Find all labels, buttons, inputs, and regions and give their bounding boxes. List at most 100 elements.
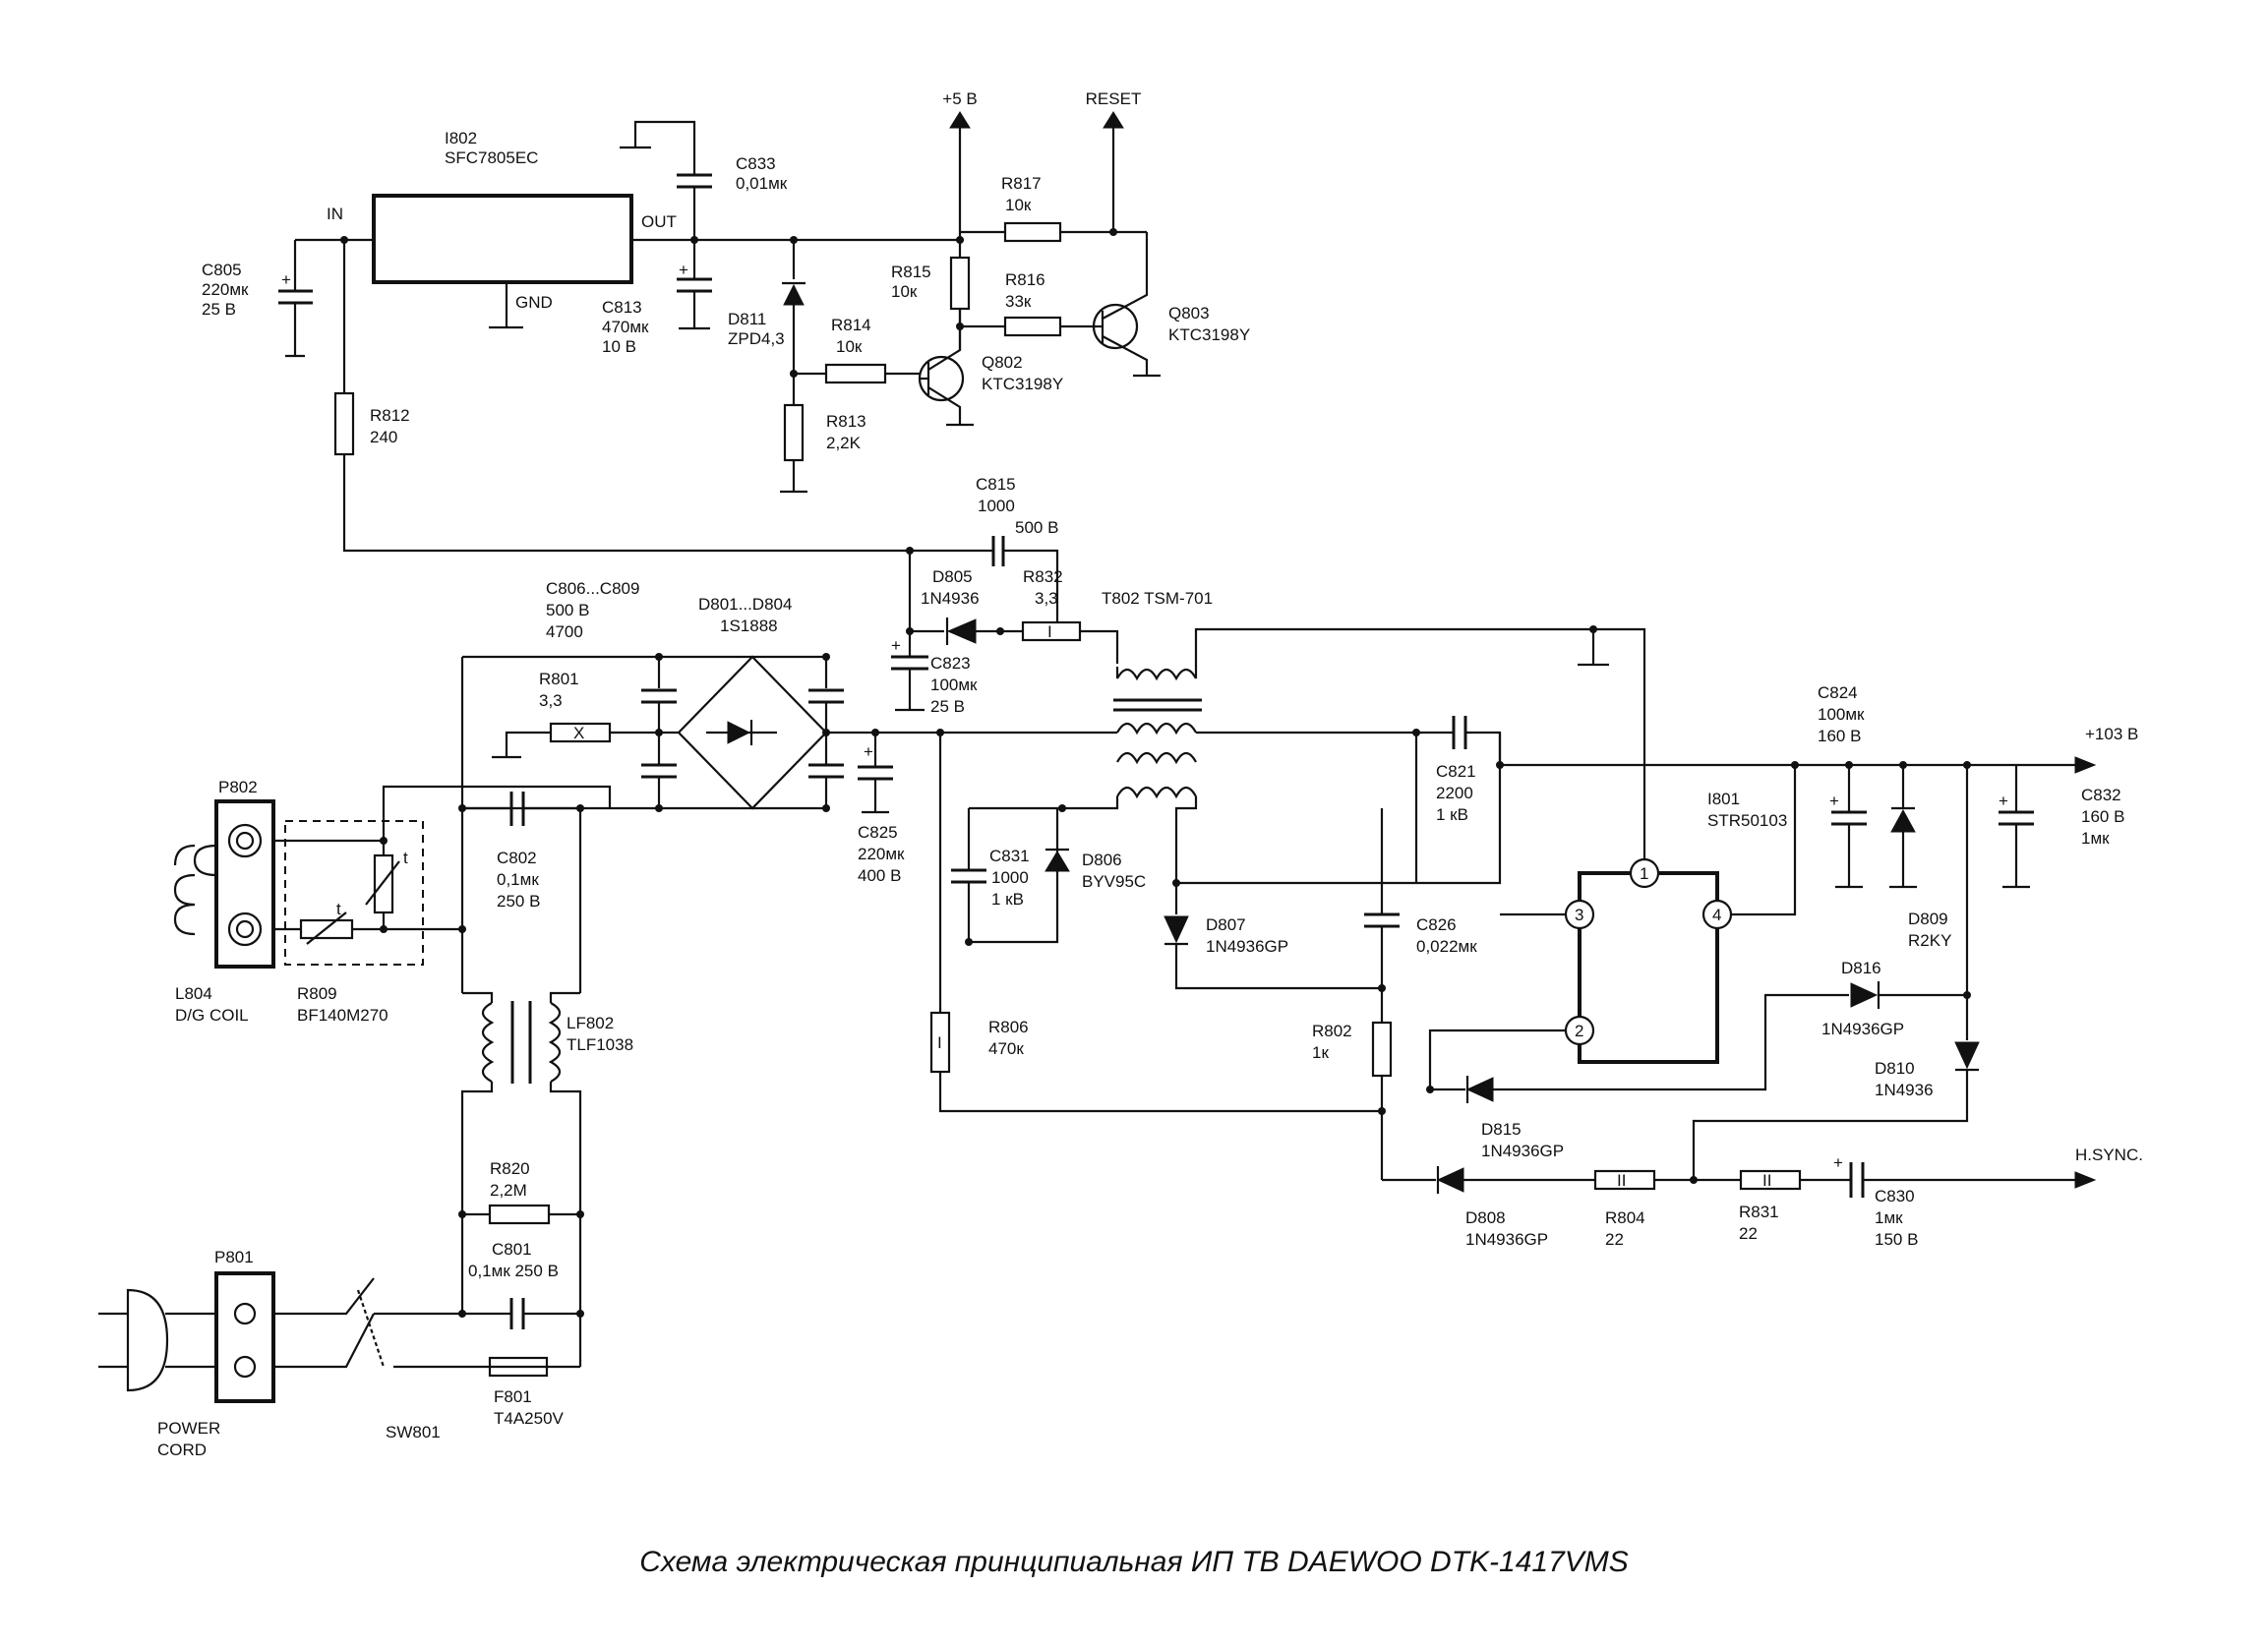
r812-ref: R812	[370, 406, 410, 425]
l804-value: D/G COIL	[175, 1006, 249, 1025]
d811-value: ZPD4,3	[728, 329, 785, 348]
net-gnd: GND	[515, 293, 553, 312]
sw801-ref: SW801	[386, 1423, 441, 1441]
c823-ref: C823	[930, 654, 971, 673]
d816-ref: D816	[1841, 959, 1881, 977]
d815-value: 1N4936GP	[1481, 1142, 1564, 1160]
t802-ref: T802 TSM-701	[1102, 589, 1213, 608]
r816-value: 33к	[1005, 292, 1032, 311]
i802-ref: I802	[445, 129, 477, 147]
r815-value: 10к	[891, 282, 918, 301]
lf802-ref: LF802	[567, 1014, 614, 1032]
r831-ref: R831	[1739, 1203, 1779, 1221]
regulator-section	[278, 111, 1161, 553]
d816-value: 1N4936GP	[1821, 1020, 1904, 1038]
c830-plus: +	[1833, 1153, 1843, 1172]
c815-ref: C815	[976, 475, 1016, 494]
c833-value: 0,01мк	[736, 174, 788, 193]
i802-value: SFC7805EC	[445, 148, 538, 167]
net-reset: RESET	[1086, 89, 1142, 108]
q803-ref: Q803	[1168, 304, 1210, 323]
r815-ref: R815	[891, 263, 931, 281]
r820-ref: R820	[490, 1159, 530, 1178]
c805-ref: C805	[202, 261, 242, 279]
c825-value: 220мк	[858, 845, 905, 863]
c830-voltage: 150 В	[1875, 1230, 1918, 1249]
c813-voltage: 10 В	[602, 337, 636, 356]
c832-value: 1мк	[2081, 829, 2110, 848]
c824-value: 100мк	[1818, 705, 1865, 724]
d810-value: 1N4936	[1875, 1081, 1934, 1099]
power-cord-label-1: POWER	[157, 1419, 220, 1438]
c832-plus: +	[1999, 792, 2008, 810]
c802-value: 0,1мк	[497, 870, 539, 889]
r802-value: 1к	[1312, 1043, 1329, 1062]
c821-value: 2200	[1436, 784, 1473, 802]
regulator-i802-box	[372, 194, 633, 284]
c806-ref: C806...C809	[546, 579, 639, 598]
r832-mark: I	[1047, 622, 1052, 641]
d808-value: 1N4936GP	[1465, 1230, 1548, 1249]
r814-value: 10к	[836, 337, 863, 356]
d815-ref: D815	[1481, 1120, 1522, 1139]
r804-ref: R804	[1605, 1208, 1645, 1227]
c815-voltage: 500 В	[1015, 518, 1058, 537]
d806-value: BYV95C	[1082, 872, 1146, 891]
i801-value: STR50103	[1707, 811, 1787, 830]
c826-value: 0,022мк	[1416, 937, 1477, 956]
r809-ref: R809	[297, 984, 337, 1003]
r806-value: 470к	[988, 1039, 1024, 1058]
d808-ref: D808	[1465, 1208, 1506, 1227]
c806-voltage: 500 В	[546, 601, 589, 619]
q802-value: KTC3198Y	[982, 375, 1063, 393]
connector-p801	[214, 1271, 275, 1403]
c805-voltage: 25 В	[202, 300, 236, 319]
q802-ref: Q802	[982, 353, 1023, 372]
net-plus5v: +5 В	[942, 89, 977, 108]
d807-value: 1N4936GP	[1206, 937, 1288, 956]
c823-plus: +	[891, 636, 901, 655]
ic-pin-2: 2	[1575, 1022, 1583, 1040]
c805-value: 220мк	[202, 280, 249, 299]
c815-value: 1000	[978, 497, 1015, 515]
c832-voltage: 160 В	[2081, 807, 2124, 826]
r806-mark: I	[937, 1033, 942, 1052]
d801-value: 1S1888	[720, 617, 778, 635]
c825-plus: +	[864, 742, 873, 761]
r809-value: BF140M270	[297, 1006, 388, 1025]
c802-voltage: 250 В	[497, 892, 540, 911]
c825-voltage: 400 В	[858, 866, 901, 885]
c832-ref: C832	[2081, 786, 2121, 804]
c830-ref: C830	[1875, 1187, 1915, 1206]
q803-value: KTC3198Y	[1168, 325, 1250, 344]
c831-value: 1000	[991, 868, 1029, 887]
ic-pin-3: 3	[1575, 906, 1583, 924]
r816-ref: R816	[1005, 270, 1045, 289]
d801-ref: D801...D804	[698, 595, 792, 614]
r802-ref: R802	[1312, 1022, 1352, 1040]
r801-mark: X	[573, 724, 584, 742]
l804-ref: L804	[175, 984, 212, 1003]
r831-value: 22	[1739, 1224, 1758, 1243]
net-hsync: H.SYNC.	[2075, 1146, 2143, 1164]
d809-ref: D809	[1908, 910, 1948, 928]
net-in: IN	[327, 205, 343, 223]
c806-value: 4700	[546, 622, 583, 641]
c813-ref: C813	[602, 298, 642, 317]
c824-voltage: 160 В	[1818, 727, 1861, 745]
d809-value: R2KY	[1908, 931, 1951, 950]
ic-i801-box	[1578, 871, 1719, 1064]
i801-ref: I801	[1707, 790, 1740, 808]
r804-mark: II	[1617, 1171, 1626, 1190]
c813-plus: +	[679, 261, 688, 279]
r801-value: 3,3	[539, 691, 563, 710]
primary-section	[462, 536, 2097, 1198]
r817-value: 10к	[1005, 196, 1032, 214]
r813-ref: R813	[826, 412, 866, 431]
labels: +5 В RESET IN OUT GND +103 В H.SYNC. I80…	[157, 89, 2143, 1578]
r804-value: 22	[1605, 1230, 1624, 1249]
r820-value: 2,2M	[490, 1181, 527, 1200]
r801-ref: R801	[539, 670, 579, 688]
c802-ref: C802	[497, 849, 537, 867]
